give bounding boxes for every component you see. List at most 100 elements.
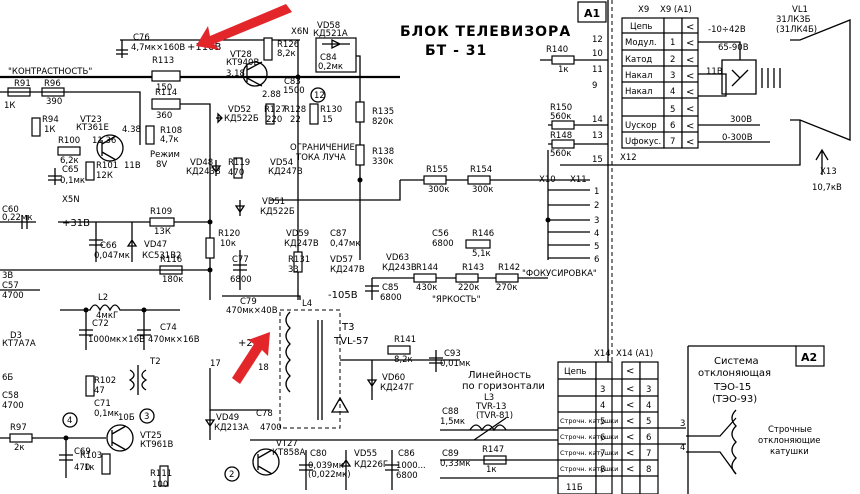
r103-ref: R103 — [80, 451, 102, 461]
junction-dot — [83, 307, 89, 313]
badge-a2-box — [795, 345, 825, 367]
label-11v: 11В — [706, 67, 723, 77]
r144-value: 430к — [416, 283, 437, 293]
vt28-model: КТ940В — [226, 58, 259, 68]
r91-value: 1К — [4, 101, 15, 111]
vd51-model: КД522Б — [260, 207, 295, 217]
c58-value: 4700 — [2, 401, 24, 411]
x14-row-5-name: Строчн. катушки — [560, 417, 618, 425]
r130-value: 15 — [322, 115, 333, 125]
vd58-model: КД521А — [313, 29, 348, 39]
label-x10: X10 — [539, 175, 556, 185]
a2-model2: (ТЭО-93) — [712, 394, 757, 405]
c57-ref: С57 — [2, 281, 19, 291]
r103-value: 1к — [84, 463, 95, 473]
x9-arrow-header-icon: < — [686, 22, 694, 33]
d3-ref: D3 — [10, 331, 22, 341]
t3-model: TVL-57 — [333, 336, 369, 347]
node-12: 12 — [314, 91, 325, 101]
x9-pin-6: 6 — [670, 121, 675, 131]
r114-wire — [180, 103, 211, 118]
label-neg105v: -105В — [328, 290, 358, 301]
r148-body — [551, 139, 575, 149]
c80-ref: С80 — [310, 449, 327, 459]
vt27-body — [252, 448, 280, 476]
c69-symbol — [59, 438, 73, 478]
r100-value: 6,2к — [60, 156, 79, 166]
x9-row-6: Uфокус. — [625, 137, 661, 147]
x14-pin-6: 6 — [600, 433, 605, 443]
c86-value1: 1000... — [396, 461, 426, 471]
d3-model: КТ7А7А — [2, 339, 36, 349]
x14-arrow-4-icon: < — [626, 400, 634, 411]
a2-pin-3: 3 — [680, 419, 685, 429]
node-3: 3 — [144, 412, 149, 422]
l2-ref: L2 — [98, 293, 108, 303]
r119-ref: R119 — [228, 158, 250, 168]
x9-ref: X9 — [638, 5, 649, 15]
vl1-ref: VL1 — [792, 5, 808, 15]
vd49-ref: VD49 — [216, 413, 239, 423]
t2-ref: Т2 — [149, 357, 161, 367]
r147-value: 1к — [486, 465, 497, 475]
c87-value: 0,47мк — [330, 239, 360, 249]
r155-body — [423, 175, 447, 185]
l3-model2: (TVR-81) — [476, 411, 513, 421]
voltage-318: 3.18 — [226, 69, 245, 79]
vd55-ref: VD55 — [354, 449, 377, 459]
r119-body — [233, 157, 243, 179]
x10-pin-5: 5 — [594, 242, 599, 252]
junction-dot — [357, 177, 363, 183]
vt27-ref: VT27 — [276, 439, 298, 449]
r135-ref: R135 — [372, 107, 394, 117]
r140-ref: R140 — [546, 45, 568, 55]
x14-arrow-7-icon: < — [626, 448, 634, 459]
x9-wire-13: 13 — [592, 131, 603, 141]
x14-pin2-5: 5 — [646, 417, 651, 427]
vd51-diode — [234, 200, 246, 216]
r103-body — [101, 453, 111, 475]
label-lin2: по горизонтали — [462, 381, 545, 392]
vt25-model: КТ961В — [140, 440, 173, 450]
vd48-ref: VD48 — [190, 158, 213, 168]
vt25-ref: VT25 — [140, 431, 162, 441]
c72-symbol — [79, 310, 93, 350]
r135-body — [355, 101, 365, 123]
vd55-model: КД226Г — [354, 460, 388, 470]
c72-value: 1000мк×16В — [88, 335, 145, 345]
node-3-circle — [139, 408, 155, 424]
r150-value: 560к — [550, 112, 571, 122]
vt25-legs — [111, 425, 127, 451]
node-2-circle — [224, 466, 240, 482]
x14-row-8-name: Строчн. катушки — [560, 465, 618, 473]
label-26v: +26В — [238, 338, 266, 349]
vd52-ref: VD52 — [228, 105, 251, 115]
label-110v: +110В — [187, 42, 221, 53]
c66-ref: С66 — [100, 241, 117, 251]
junction-dot — [207, 267, 213, 273]
wire-c79-top — [222, 295, 301, 300]
x9-pin-5: 5 — [670, 105, 675, 115]
r127-body — [265, 103, 275, 125]
r127-ref: R127 — [264, 105, 286, 115]
x14-header: Цепь — [564, 367, 586, 377]
x14-pin2-8: 8 — [646, 465, 651, 475]
vd52-model: КД522Б — [224, 114, 259, 124]
r108-ref: R108 — [160, 126, 182, 136]
label-ogr2: ТОКА ЛУЧА — [295, 153, 346, 163]
r109-body — [149, 217, 175, 227]
label-x11: X11 — [570, 175, 587, 185]
x9-arrow-1-icon: < — [686, 38, 694, 49]
x9-row-1: Модул. — [625, 38, 657, 48]
regim-label: Режим — [150, 150, 180, 160]
x9-pin-4: 4 — [670, 87, 675, 97]
vd49-diode — [204, 410, 216, 440]
c65-symbol — [48, 168, 62, 185]
c86-symbol — [385, 450, 399, 490]
r138-body — [355, 144, 365, 166]
x9-arrow-7-icon: < — [686, 137, 694, 148]
vd54-ref: VD54 — [270, 158, 293, 168]
x10-pin-2: 2 — [594, 201, 599, 211]
c77-ref: С77 — [232, 255, 249, 265]
wire-x12 — [560, 120, 801, 166]
